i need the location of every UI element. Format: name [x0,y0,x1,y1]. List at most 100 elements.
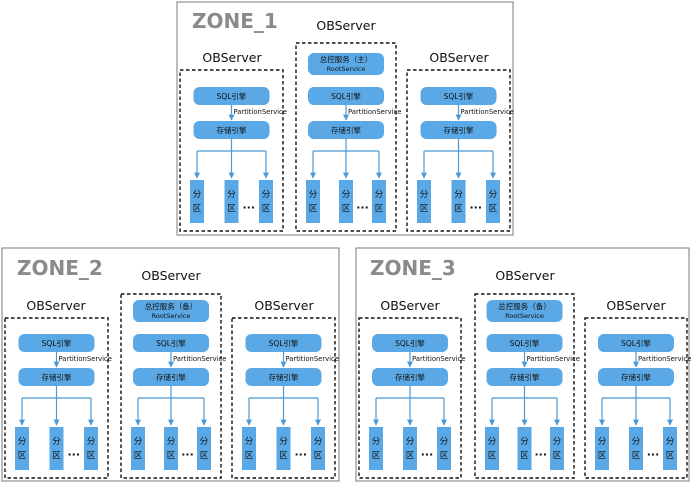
partition-label-line1: 分 [18,437,27,447]
partition-label-line2: 区 [440,451,449,461]
partition-label-line2: 区 [314,451,323,461]
storage-engine-label: 存储引擎 [156,372,186,382]
partition-label-line2: 区 [279,451,288,461]
observer-title: OBServer [254,298,314,313]
partition-service-label: PartitionService [412,355,465,363]
partition-label-line1: 分 [134,437,143,447]
partition-box [369,427,383,470]
sql-engine-label: SQL引擎 [331,91,361,101]
storage-engine-box [18,368,95,386]
partition-label-line1: 分 [372,437,381,447]
partition-box [485,427,499,470]
sql-engine-box [133,334,209,352]
partition-box [197,427,211,470]
partition-label-line2: 区 [420,204,429,214]
partition-label-line1: 分 [342,190,351,200]
partition-label-line2: 区 [52,451,61,461]
storage-engine-box [420,121,497,139]
storage-engine-box [245,368,322,386]
observer-border [584,317,688,479]
observer-node: OBServerSQL引擎PartitionService存储引擎分区分区分区·… [406,50,514,232]
root-service-label: 总控服务（主） [320,54,373,64]
sql-engine-box [598,334,674,352]
observer-title: OBServer [606,298,666,313]
partition-box [486,180,500,223]
partition-ellipsis: ··· [421,448,434,461]
partition-label-line1: 分 [52,437,61,447]
observer-border [406,69,511,232]
partition-label-line2: 区 [489,204,498,214]
partition-ellipsis: ··· [356,201,369,214]
observer-node: OBServer总控服务（备）RootServiceSQL引擎Partition… [120,268,226,479]
partition-service-label: PartitionService [527,355,580,363]
partition-label-line1: 分 [666,437,675,447]
storage-engine-box [308,121,384,139]
observer-title: OBServer [495,268,555,283]
partition-label-line1: 分 [193,190,202,200]
partition-label-line1: 分 [309,190,318,200]
zone-label: ZONE_1 [192,9,278,33]
partition-label-line1: 分 [488,437,497,447]
partition-service-label: PartitionService [59,355,112,363]
partition-label-line1: 分 [406,437,415,447]
partition-label-line2: 区 [193,204,202,214]
partition-label-line2: 区 [262,204,271,214]
zone-1: ZONE_1OBServerSQL引擎PartitionService存储引擎分… [176,1,514,236]
partition-service-label: PartitionService [234,108,287,116]
observer-border [231,317,336,479]
storage-engine-label: 存储引擎 [217,125,247,135]
partition-label-line1: 分 [440,437,449,447]
zone-label: ZONE_3 [370,256,456,280]
partition-label-line2: 区 [372,451,381,461]
root-service-sublabel: RootService [327,65,366,73]
observer-node: OBServer总控服务（主）RootServiceSQL引擎Partition… [295,18,401,232]
partition-label-line2: 区 [342,204,351,214]
storage-engine-box [598,368,674,386]
partition-service-label: PartitionService [638,355,691,363]
partition-label-line1: 分 [598,437,607,447]
partition-ellipsis: ··· [534,448,547,461]
partition-label-line1: 分 [279,437,288,447]
partition-box [417,180,431,223]
observer-border [358,317,462,479]
partition-service-label: PartitionService [173,355,226,363]
partition-label-line1: 分 [632,437,641,447]
partition-label-line2: 区 [406,451,415,461]
partition-label-line2: 区 [200,451,209,461]
partition-label-line1: 分 [200,437,209,447]
sql-engine-label: SQL引擎 [444,91,474,101]
observer-title: OBServer [380,298,440,313]
partition-box [311,427,325,470]
partition-label-line1: 分 [245,437,254,447]
partition-box [306,180,320,223]
partition-service-label: PartitionService [461,108,514,116]
partition-label-line1: 分 [87,437,96,447]
sql-engine-label: SQL引擎 [269,338,299,348]
partition-label-line2: 区 [309,204,318,214]
partition-label-line2: 区 [227,204,236,214]
partition-label-line2: 区 [245,451,254,461]
partition-label-line1: 分 [454,190,463,200]
sql-engine-box [308,87,384,105]
partition-box [15,427,29,470]
partition-label-line1: 分 [520,437,529,447]
root-service-sublabel: RootService [152,312,191,320]
partition-ellipsis: ··· [181,448,194,461]
partition-label-line2: 区 [553,451,562,461]
partition-box [131,427,145,470]
sql-engine-label: SQL引擎 [395,338,425,348]
storage-engine-label: 存储引擎 [395,372,425,382]
zone-2: ZONE_2OBServerSQL引擎PartitionService存储引擎分… [1,247,340,482]
sql-engine-label: SQL引擎 [510,338,540,348]
partition-ellipsis: ··· [294,448,307,461]
root-service-label: 总控服务（备） [498,301,551,311]
partition-box [372,180,386,223]
sql-engine-box [486,334,563,352]
partition-label-line2: 区 [18,451,27,461]
storage-engine-label: 存储引擎 [331,125,361,135]
partition-box [451,180,466,223]
partition-label-line2: 区 [134,451,143,461]
partition-label-line1: 分 [553,437,562,447]
storage-engine-box [486,368,563,386]
